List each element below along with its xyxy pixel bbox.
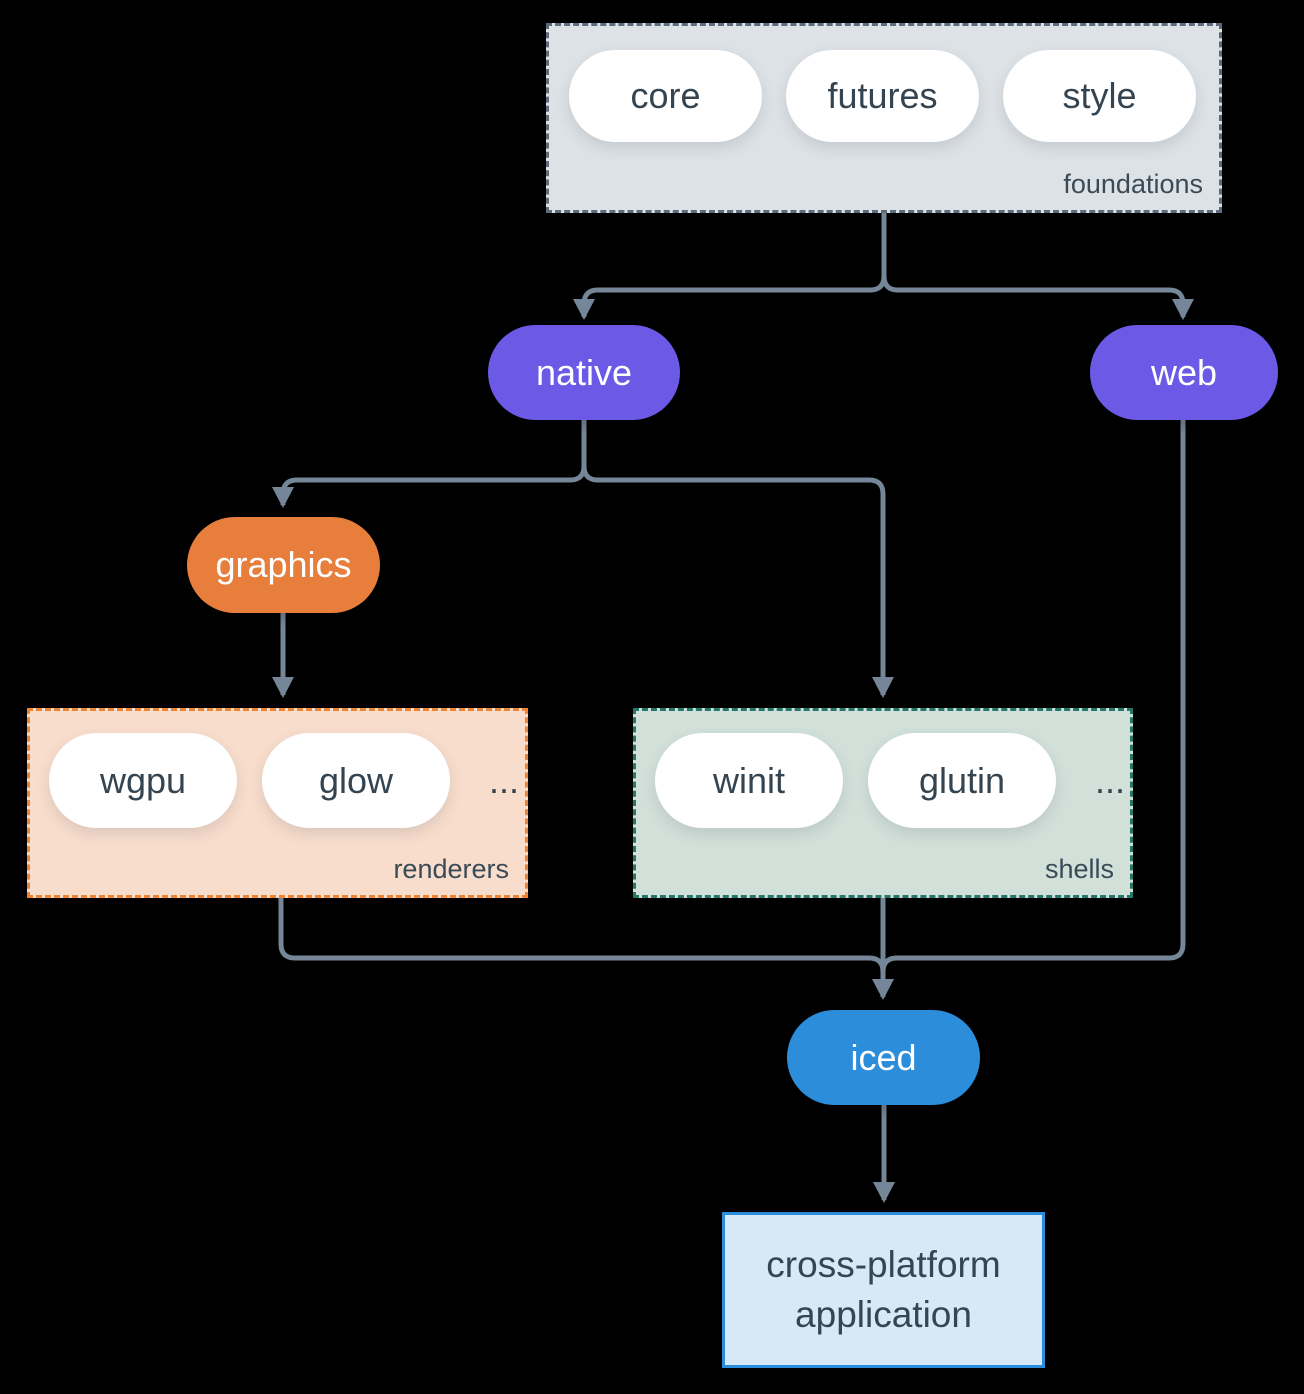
- node-native: native: [488, 325, 680, 420]
- pill-core: core: [569, 50, 762, 142]
- shells-ellipsis: ...: [1095, 760, 1126, 801]
- shells-label: shells: [1044, 854, 1114, 884]
- pill-style: style: [1003, 50, 1196, 142]
- foundations-label: foundations: [1063, 169, 1203, 199]
- edge-web-iced: [880, 420, 1186, 993]
- pill-winit: winit: [655, 733, 843, 828]
- pill-glow: glow: [262, 733, 450, 828]
- edge-native-graphics: [272, 420, 587, 508]
- renderers-group: wgpu glow ... renderers: [27, 708, 528, 898]
- foundations-group: core futures style foundations: [546, 23, 1222, 213]
- application-line2: application: [795, 1294, 972, 1335]
- renderers-label: renderers: [393, 854, 509, 884]
- shells-group: winit glutin ... shells: [633, 708, 1133, 898]
- node-web: web: [1090, 325, 1278, 420]
- application-box: cross-platform application: [722, 1212, 1045, 1368]
- renderers-ellipsis: ...: [489, 760, 520, 801]
- shells-pill-row: winit glutin ...: [636, 711, 1130, 828]
- foundations-pill-row: core futures style: [549, 26, 1219, 142]
- edge-native-shells: [581, 420, 894, 698]
- pill-glutin: glutin: [868, 733, 1056, 828]
- edge-renderers-iced: [278, 898, 886, 993]
- renderers-pill-row: wgpu glow ...: [30, 711, 525, 828]
- edge-foundations-web: [881, 213, 1194, 320]
- edge-foundations-native: [573, 213, 887, 320]
- pill-futures: futures: [786, 50, 979, 142]
- pill-wgpu: wgpu: [49, 733, 237, 828]
- node-graphics: graphics: [187, 517, 380, 613]
- node-iced: iced: [787, 1010, 980, 1105]
- application-line1: cross-platform: [766, 1244, 1001, 1286]
